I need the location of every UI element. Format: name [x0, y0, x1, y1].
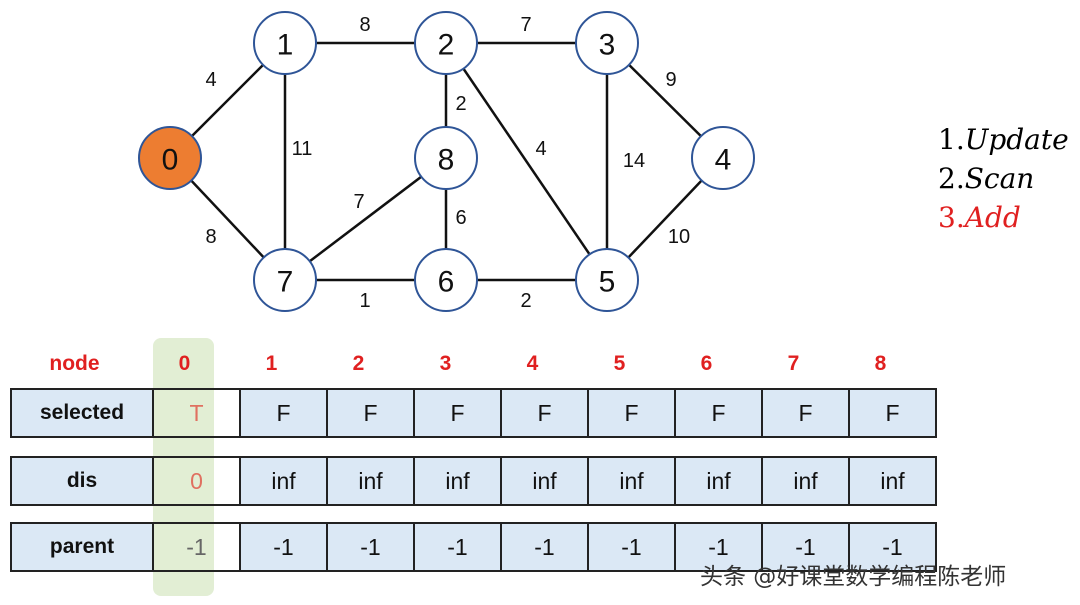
edge-weight-label: 8	[205, 226, 216, 248]
graph-diagram: 4 8 8 11 7 2 4 9 14 10 7 6 1 2 0 1 2 3 4 5 6 7 8	[138, 11, 755, 312]
graph-node-5	[575, 248, 639, 312]
table-header-node: node	[49, 352, 100, 375]
table-cell: inf	[848, 456, 937, 506]
table-cell: -1	[848, 522, 937, 572]
edge-weight-label: 2	[520, 290, 531, 312]
table-header-col-2: 2	[352, 352, 365, 375]
edge-weight-label: 2	[455, 93, 466, 115]
table-cell: -1	[413, 522, 502, 572]
graph-node-label: 2	[438, 29, 455, 62]
table-cell: inf	[587, 456, 676, 506]
edge-weight-label: 4	[535, 138, 546, 160]
table-cell: F	[848, 388, 937, 438]
row-label: dis	[10, 456, 154, 506]
table-cell: F	[326, 388, 415, 438]
table-cell: -1	[674, 522, 763, 572]
edge-weight-label: 8	[359, 14, 370, 36]
table-cell: F	[239, 388, 328, 438]
graph-node-3	[575, 11, 639, 75]
watermark-text: 头条 @好课堂数学编程陈老师	[700, 564, 1007, 590]
table-header-col-8: 8	[874, 352, 887, 375]
edge-weight-label: 6	[455, 207, 466, 229]
edge-weight-label: 11	[292, 138, 313, 160]
table-row-dis: dis 0 inf inf inf inf inf inf inf inf	[10, 456, 937, 506]
edge-weight-label: 7	[520, 14, 531, 36]
graph-node-label: 8	[438, 144, 455, 177]
table-row-parent: parent -1 -1 -1 -1 -1 -1 -1 -1 -1	[10, 522, 937, 572]
table-cell: -1	[587, 522, 676, 572]
graph-node-1	[253, 11, 317, 75]
table-cell: -1	[500, 522, 589, 572]
table-header-col-3: 3	[439, 352, 452, 375]
edge-weight-label: 1	[359, 290, 370, 312]
table-cell: T	[152, 388, 241, 438]
graph-node-7	[253, 248, 317, 312]
step-update: 1.Update	[938, 123, 1069, 156]
row-label: parent	[10, 522, 154, 572]
table-cell: F	[413, 388, 502, 438]
table-cell: F	[674, 388, 763, 438]
table-cell: inf	[326, 456, 415, 506]
table-header-col-0: 0	[178, 352, 191, 375]
graph-node-2	[414, 11, 478, 75]
table-cell: F	[500, 388, 589, 438]
table-header-col-4: 4	[526, 352, 539, 375]
table-header-col-7: 7	[787, 352, 800, 375]
graph-node-4	[691, 126, 755, 190]
table-cell: -1	[326, 522, 415, 572]
table-cell: F	[587, 388, 676, 438]
edge-weight-label: 4	[205, 69, 216, 91]
algorithm-steps: 1.Update 2.Scan 3.Add	[938, 120, 1069, 237]
graph-edge-2-5	[444, 42, 609, 281]
table-row-selected: selected T F F F F F F F F	[10, 388, 937, 438]
graph-node-0	[138, 126, 202, 190]
table-cell: -1	[239, 522, 328, 572]
table-cell: inf	[674, 456, 763, 506]
edge-weight-label: 14	[623, 150, 645, 172]
table-header-col-5: 5	[613, 352, 626, 375]
table-cell: inf	[413, 456, 502, 506]
table-cell: inf	[239, 456, 328, 506]
graph-node-label: 1	[277, 29, 294, 62]
edge-weight-label: 10	[668, 226, 690, 248]
table-cell: -1	[761, 522, 850, 572]
graph-node-label: 7	[277, 266, 294, 299]
edge-weight-label: 7	[353, 191, 364, 213]
step-add: 3.Add	[938, 201, 1021, 234]
graph-node-6	[414, 248, 478, 312]
table-cell: inf	[761, 456, 850, 506]
table-header-col-6: 6	[700, 352, 713, 375]
edge-weight-label: 9	[665, 69, 676, 91]
graph-node-8	[414, 126, 478, 190]
graph-node-label: 0	[162, 144, 179, 177]
graph-node-label: 3	[599, 29, 616, 62]
graph-edge-8-7	[284, 157, 447, 281]
table-cell: F	[761, 388, 850, 438]
step-scan: 2.Scan	[938, 162, 1035, 195]
graph-node-label: 6	[438, 266, 455, 299]
table-cell: inf	[500, 456, 589, 506]
selected-column-highlight	[153, 338, 214, 596]
row-label: selected	[10, 388, 154, 438]
table-cell: -1	[152, 522, 241, 572]
table-header-col-1: 1	[265, 352, 278, 375]
table-cell: 0	[152, 456, 241, 506]
graph-node-label: 4	[715, 144, 732, 177]
graph-node-label: 5	[599, 266, 616, 299]
